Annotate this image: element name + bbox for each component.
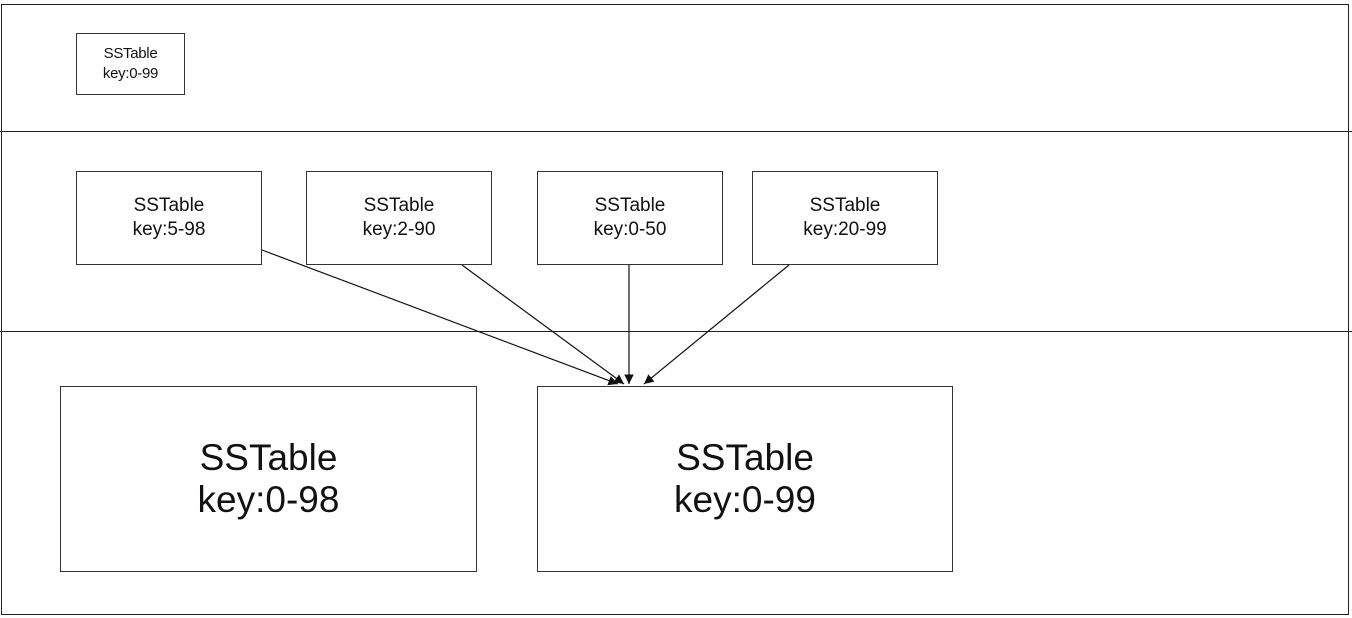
- sstable-key-range: key:0-99: [102, 65, 159, 82]
- sstable-key-range: key:0-98: [197, 479, 340, 520]
- sstable-key-range: key:2-90: [362, 219, 436, 240]
- sstable-level0-1: SSTable key:0-99: [76, 33, 185, 95]
- arrow-from-level1-2: [461, 264, 625, 385]
- sstable-level2-1: SSTable key:0-98: [60, 386, 477, 572]
- sstable-key-range: key:0-50: [593, 219, 667, 240]
- arrow-from-level1-4: [643, 264, 790, 385]
- sstable-label: SSTable: [133, 195, 205, 216]
- sstable-level1-4: SSTable key:20-99: [752, 171, 938, 265]
- sstable-key-range: key:5-98: [132, 219, 206, 240]
- sstable-level2-2: SSTable key:0-99: [537, 386, 953, 572]
- sstable-level1-2: SSTable key:2-90: [306, 171, 492, 265]
- sstable-label: SSTable: [103, 45, 158, 62]
- sstable-key-range: key:0-99: [674, 479, 816, 520]
- sstable-label: SSTable: [809, 195, 881, 216]
- sstable-key-range: key:20-99: [803, 219, 887, 240]
- level-divider-2: [0, 331, 1352, 332]
- sstable-level1-1: SSTable key:5-98: [76, 171, 262, 265]
- sstable-label: SSTable: [676, 437, 814, 478]
- sstable-label: SSTable: [199, 437, 338, 478]
- arrow-from-level1-1: [261, 249, 619, 386]
- diagram-frame: [1, 4, 1349, 615]
- sstable-label: SSTable: [594, 195, 666, 216]
- sstable-level1-3: SSTable key:0-50: [537, 171, 723, 265]
- sstable-label: SSTable: [363, 195, 435, 216]
- level-divider-1: [0, 131, 1352, 132]
